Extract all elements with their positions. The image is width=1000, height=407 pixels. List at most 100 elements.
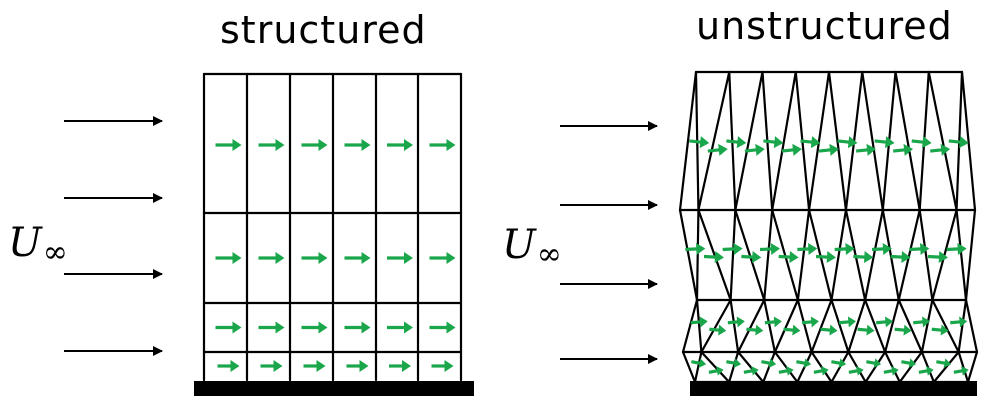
velocity-arrow-shaft (871, 247, 885, 252)
velocity-arrow-shaft (691, 360, 701, 365)
mesh-edge (700, 298, 732, 354)
velocity-arrow-head (786, 366, 794, 376)
velocity-arrow-head (882, 242, 892, 255)
velocity-arrow-shaft (834, 247, 847, 252)
velocity-arrow (838, 316, 857, 328)
velocity-arrow-shaft (783, 327, 794, 332)
velocity-arrow-shaft (778, 254, 791, 259)
velocity-arrow (690, 316, 708, 328)
velocity-arrow-head (755, 143, 765, 156)
velocity-arrow-shaft (855, 148, 869, 153)
velocity-arrow-shaft (778, 369, 789, 374)
velocity-arrow-head (446, 139, 456, 151)
velocity-arrow (726, 136, 747, 149)
velocity-arrow (930, 143, 951, 156)
velocity-arrow-head (903, 143, 914, 156)
velocity-arrow-shaft (953, 369, 964, 374)
mesh-edge (827, 70, 848, 212)
velocity-arrow (722, 242, 743, 255)
velocity-arrow (913, 316, 931, 328)
inflow-arrows (64, 116, 658, 364)
mesh-edge (830, 298, 850, 354)
freestream-label-left: U∞ (8, 220, 68, 270)
mesh-edge (763, 208, 774, 302)
velocity-arrow-shaft (708, 369, 719, 374)
mesh-edge (955, 208, 968, 302)
velocity-arrow-head (361, 252, 371, 264)
velocity-arrow (709, 324, 727, 336)
velocity-arrow (848, 366, 864, 376)
velocity-arrow-shaft (890, 254, 903, 259)
velocity-arrow (871, 242, 892, 255)
velocity-arrow-shaft (901, 360, 911, 365)
velocity-arrow (953, 366, 969, 376)
velocity-arrow-head (275, 139, 285, 151)
velocity-arrow-shaft (690, 320, 702, 325)
velocity-arrow (778, 251, 799, 264)
mesh-edge (830, 208, 848, 302)
velocity-arrow (911, 136, 932, 149)
velocity-arrow-shaft (837, 139, 850, 144)
velocity-arrow-head (845, 242, 855, 255)
mesh-edge (771, 208, 799, 302)
velocity-arrow (217, 360, 240, 372)
velocity-arrow (936, 358, 952, 368)
mesh-edge (771, 70, 797, 212)
velocity-arrow (743, 366, 759, 376)
velocity-arrow-shaft (853, 254, 866, 259)
mesh-edge (697, 208, 732, 302)
velocity-arrow (429, 252, 456, 264)
velocity-arrow (857, 324, 875, 336)
velocity-arrow-shaft (689, 139, 702, 144)
freestream-subscript: ∞ (42, 235, 68, 270)
velocity-arrow-shaft (936, 360, 946, 365)
velocity-arrow-shaft (948, 139, 961, 144)
velocity-arrow (909, 242, 930, 255)
velocity-arrow-head (959, 136, 969, 149)
velocity-arrow (703, 251, 724, 264)
velocity-arrow-shaft (857, 327, 869, 332)
velocity-arrow (781, 143, 802, 156)
velocity-arrow-shaft (801, 320, 813, 325)
mesh-edge (864, 208, 884, 302)
velocity-arrow (301, 321, 328, 334)
velocity-arrow-shaft (909, 247, 922, 252)
structured-mesh (202, 72, 463, 382)
velocity-arrow (797, 242, 818, 255)
velocity-arrow-head (810, 316, 819, 328)
freestream-symbol: U (502, 222, 536, 268)
velocity-arrow-shaft (741, 254, 754, 259)
mesh-edge (927, 70, 958, 212)
velocity-arrow-shaft (764, 320, 776, 325)
velocity-arrow-head (232, 252, 242, 264)
velocity-arrow-shaft (866, 360, 876, 365)
velocity-arrow-head (232, 139, 242, 151)
velocity-arrow-head (359, 360, 369, 372)
velocity-arrow (946, 242, 967, 255)
mesh-edge (897, 298, 923, 354)
mesh-edge (796, 298, 813, 354)
velocity-arrows (215, 136, 969, 376)
velocity-arrow (727, 316, 745, 328)
velocity-arrow-shaft (931, 327, 943, 332)
velocity-arrow-head (803, 358, 812, 368)
velocity-arrow-shaft (703, 254, 717, 259)
velocity-arrow-head (792, 143, 802, 156)
velocity-arrow-head (446, 252, 456, 264)
velocity-arrow (837, 136, 858, 149)
velocity-arrow-head (922, 136, 932, 149)
mesh-edge (897, 208, 921, 302)
velocity-arrow-head (940, 324, 949, 336)
velocity-arrow (893, 143, 914, 156)
velocity-arrow (875, 316, 894, 328)
velocity-arrow-head (696, 242, 706, 255)
velocity-arrow (948, 136, 969, 149)
mesh-edge (700, 350, 731, 384)
velocity-arrow (950, 316, 968, 328)
velocity-arrow-shaft (950, 320, 961, 325)
velocity-arrow (813, 366, 829, 376)
velocity-arrow-head (821, 366, 829, 376)
velocity-arrow (866, 358, 882, 368)
velocity-arrow-shaft (727, 320, 739, 325)
velocity-arrow (215, 139, 242, 151)
